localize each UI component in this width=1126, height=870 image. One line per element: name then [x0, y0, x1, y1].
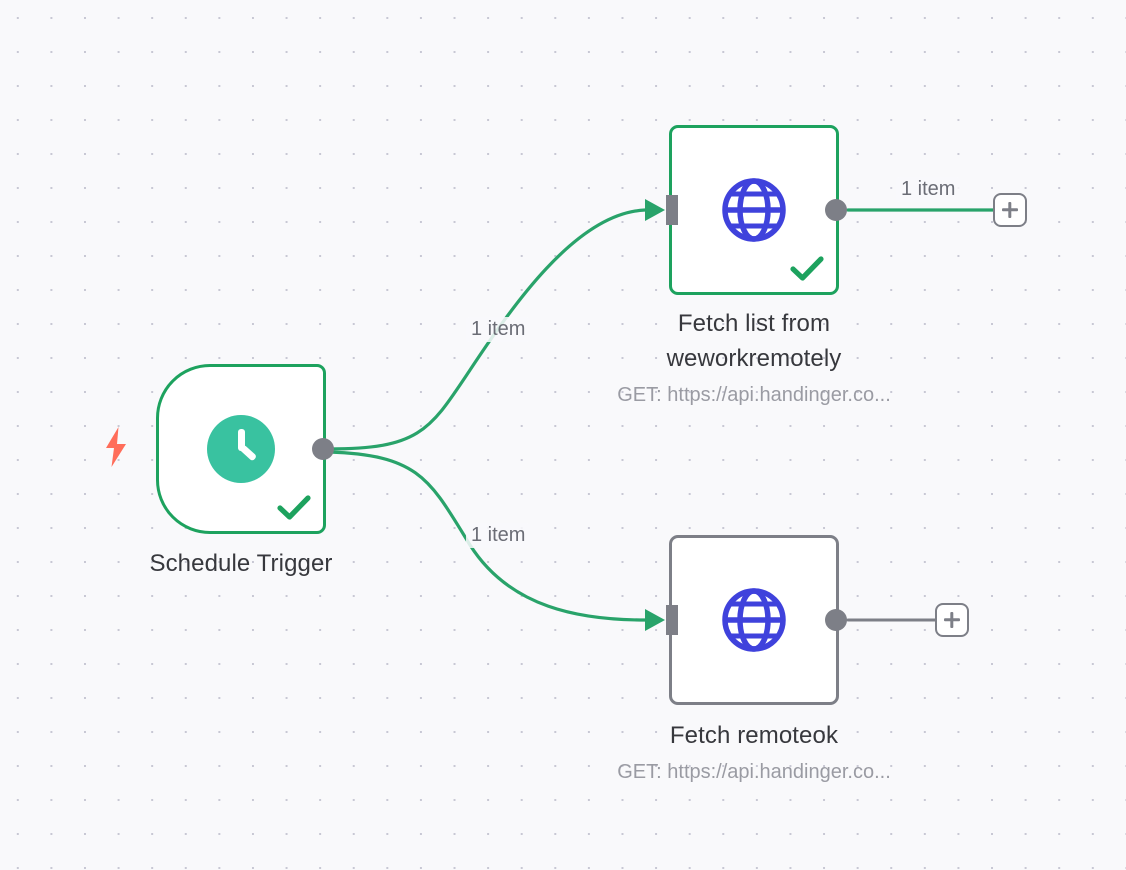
- edge-arrowhead-weworkremotely: [645, 199, 665, 221]
- trigger-bolt-icon: [103, 427, 129, 467]
- add-node-after-weworkremotely-button[interactable]: [993, 193, 1027, 227]
- node-label-schedule-trigger: Schedule Trigger: [149, 550, 333, 577]
- input-port-fetch-remoteok[interactable]: [666, 605, 678, 635]
- node-label-fetch-remoteok: Fetch remoteok: [669, 722, 839, 749]
- add-node-after-remoteok-button[interactable]: [935, 603, 969, 637]
- node-label-fetch-weworkremotely: Fetch list from weworkremotely: [666, 310, 842, 372]
- node-fetch-weworkremotely[interactable]: [666, 125, 847, 295]
- edge-label-weworkremotely-to-add: 1 item: [896, 177, 961, 202]
- node-success-check-icon: [277, 495, 311, 520]
- output-port-fetch-remoteok[interactable]: [825, 609, 847, 631]
- clock-icon: [207, 415, 275, 483]
- globe-icon: [721, 177, 787, 243]
- input-port-fetch-weworkremotely[interactable]: [666, 195, 678, 225]
- node-fetch-remoteok[interactable]: [666, 535, 847, 705]
- output-port-fetch-weworkremotely[interactable]: [825, 199, 847, 221]
- node-success-check-icon: [790, 256, 824, 281]
- edge-label-trigger-to-weworkremotely: 1 item: [466, 317, 531, 342]
- node-schedule-trigger[interactable]: [156, 364, 334, 534]
- node-sublabel-fetch-weworkremotely: GET: https://api.handinger.co...: [617, 384, 891, 406]
- edge-arrowhead-remoteok: [645, 609, 665, 631]
- globe-icon: [721, 587, 787, 653]
- edge-label-trigger-to-remoteok: 1 item: [466, 523, 531, 548]
- node-sublabel-fetch-remoteok: GET: https://api.handinger.co...: [617, 761, 891, 783]
- output-port-schedule-trigger[interactable]: [312, 438, 334, 460]
